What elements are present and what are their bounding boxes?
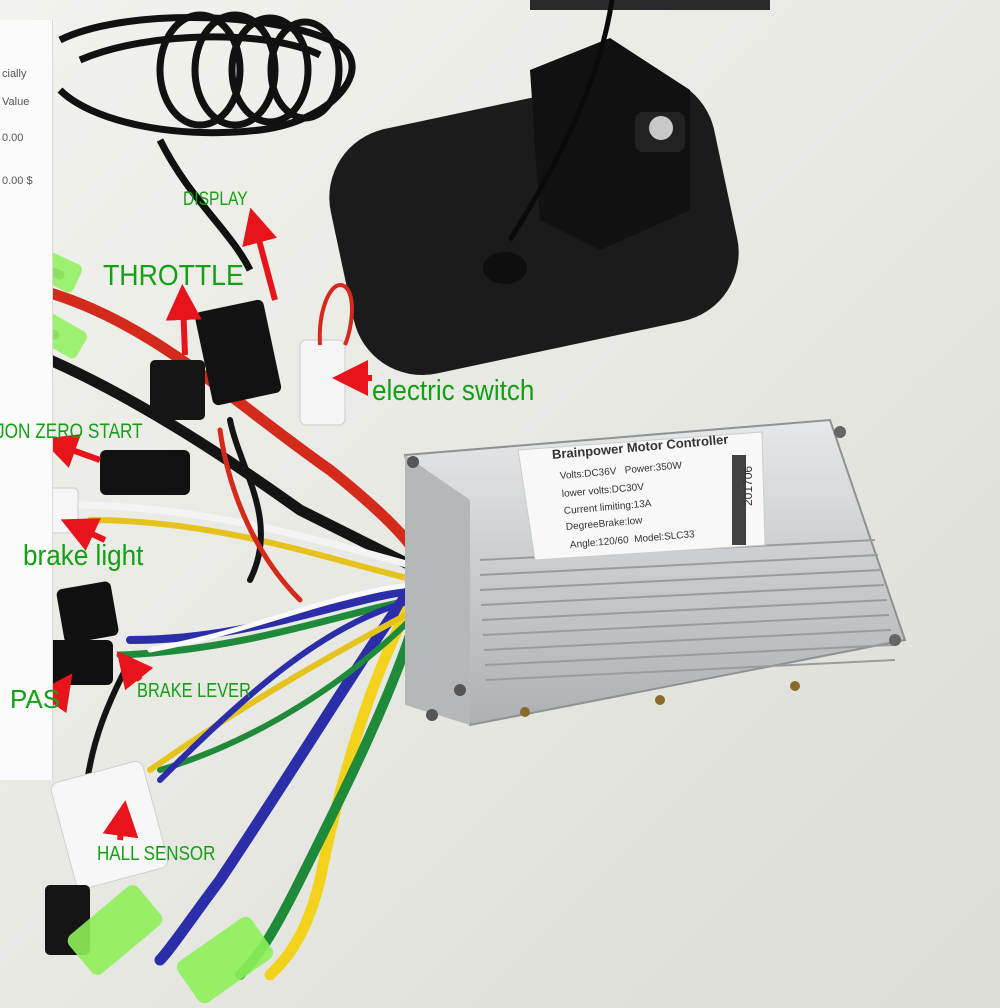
label-throttle: THROTTLE (103, 260, 244, 292)
dark-strip (530, 0, 770, 10)
label-hall-sensor: HALL SENSOR (97, 843, 216, 865)
paper-sheet: cially Value 0.00 0.00 $ (0, 20, 53, 780)
controller-barcode-number: 201706 (741, 465, 755, 506)
label-pas: PAS (10, 684, 61, 714)
label-non-zero-start: JON ZERO START (0, 420, 143, 443)
motor-controller (403, 418, 907, 727)
label-brake-light: brake light (23, 540, 144, 572)
coiled-cable (57, 11, 356, 272)
label-display: DISPLAY (183, 189, 248, 210)
label-electric-switch: electric switch (372, 375, 535, 407)
black-wire (44, 354, 426, 576)
display-unit (329, 0, 739, 375)
label-brake-lever: BRAKE LEVER (137, 680, 251, 702)
red-wire (34, 284, 426, 566)
